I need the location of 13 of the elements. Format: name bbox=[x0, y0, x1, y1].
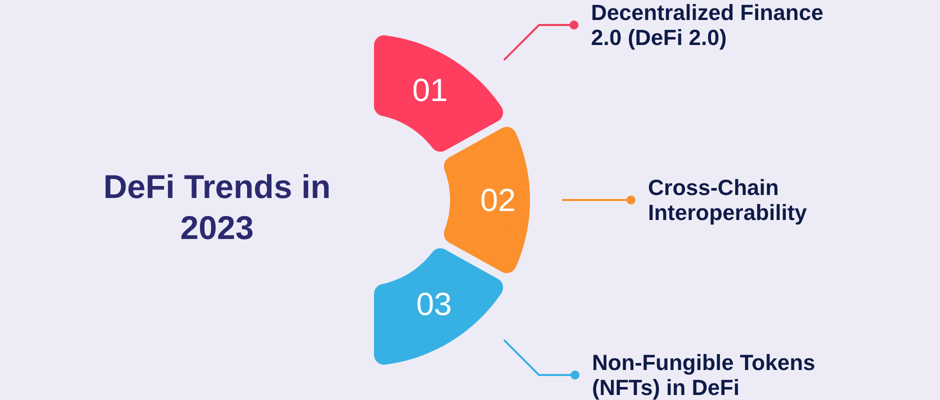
leader-line bbox=[503, 339, 580, 380]
leader-line bbox=[562, 196, 636, 204]
step-number: 02 bbox=[480, 184, 516, 216]
trend-label: Non-Fungible Tokens (NFTs) in DeFi bbox=[592, 350, 854, 400]
arc-segment bbox=[443, 126, 530, 274]
trend-label: Cross-Chain Interoperability bbox=[648, 175, 848, 225]
arc-segment bbox=[374, 35, 504, 152]
leader-line bbox=[503, 20, 578, 61]
step-number: 03 bbox=[416, 288, 452, 320]
arc-segment bbox=[374, 248, 504, 365]
diagram-title: DeFi Trends in 2023 bbox=[102, 167, 332, 248]
trend-label: Decentralized Finance 2.0 (DeFi 2.0) bbox=[591, 0, 853, 50]
step-number: 01 bbox=[412, 74, 448, 106]
